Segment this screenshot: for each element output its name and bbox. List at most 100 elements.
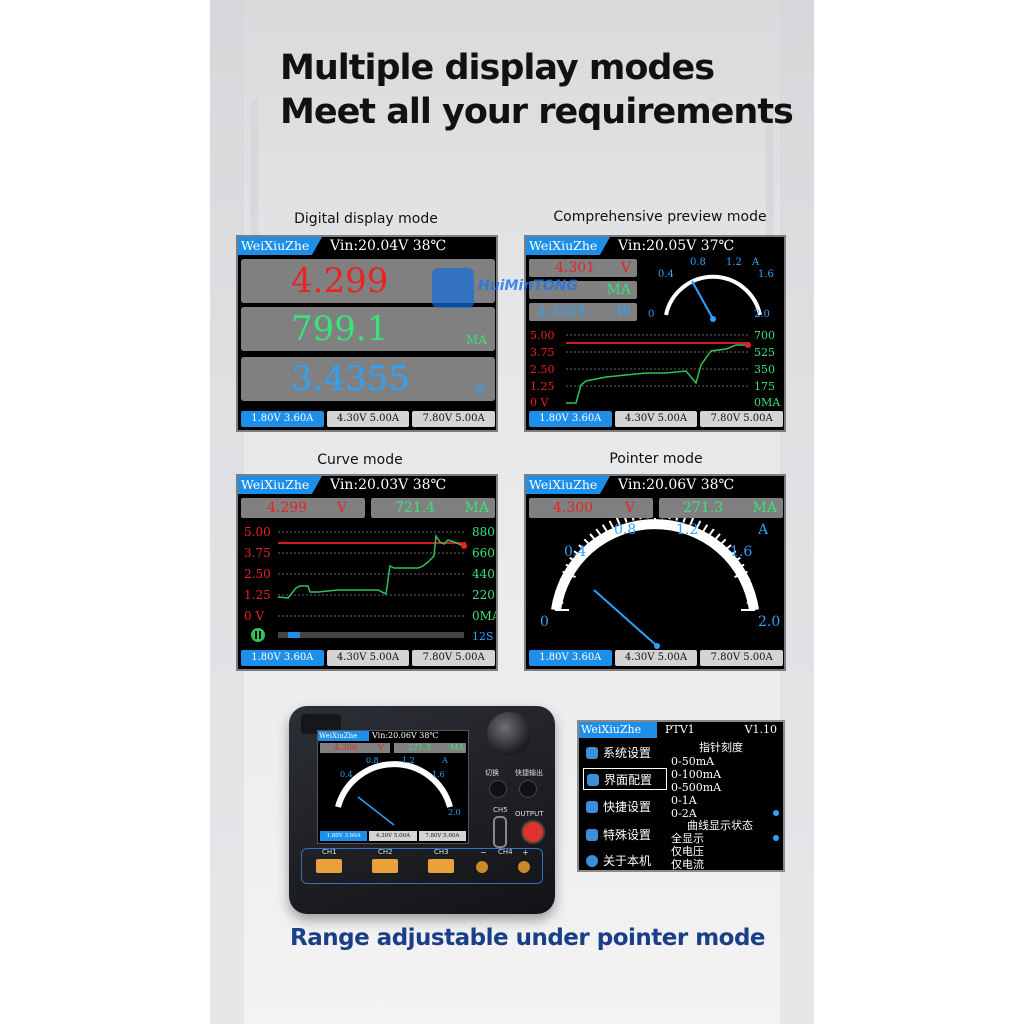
preset-3[interactable]: 7.80V 5.00A (412, 650, 496, 666)
output-button[interactable] (521, 820, 545, 844)
preset-3[interactable]: 7.80V 5.00A (700, 411, 784, 427)
preset-1[interactable]: 1.80V 3.60A (320, 831, 368, 841)
timeline-track (278, 632, 464, 638)
voltage-value: 4.299 (267, 500, 308, 516)
menu-item-special[interactable]: 特殊设置 (583, 824, 667, 846)
current-line (566, 344, 748, 404)
preset-2[interactable]: 4.30V 5.00A (326, 411, 410, 427)
quick-settings-icon (586, 801, 598, 813)
y-right-2: 350 (754, 363, 775, 376)
voltage-value: 4.300 (334, 743, 357, 752)
menu-item-label: 特殊设置 (603, 828, 652, 842)
vin-readout: Vin:20.06V 38℃ (618, 477, 735, 493)
gauge-tick (573, 550, 582, 557)
usb-port-ch1[interactable] (316, 859, 342, 873)
quick-output-label: 快捷输出 (515, 769, 543, 777)
end-marker (461, 543, 467, 549)
gauge-tick (713, 533, 721, 541)
voltage-unit: V (620, 260, 631, 276)
brand-tag: WeiXiuZhe (579, 722, 657, 738)
terminal-minus[interactable] (476, 861, 488, 873)
preset-1[interactable]: 1.80V 3.60A (241, 411, 324, 427)
gauge-tick (732, 556, 741, 563)
gauge-tick (595, 528, 602, 537)
option-current-only[interactable]: 仅电流 (671, 858, 704, 871)
voltage-box: 4.299 V (241, 498, 365, 518)
menu-item-about[interactable]: 关于本机 (583, 850, 667, 870)
device-logo-icon (301, 714, 341, 734)
preset-1[interactable]: 1.80V 3.60A (241, 650, 324, 666)
watermark-text-2: TONG (533, 278, 578, 294)
gauge-label-2: 0.8 (614, 522, 636, 538)
y-left-0: 5.00 (244, 525, 271, 539)
preset-2[interactable]: 4.30V 5.00A (614, 411, 698, 427)
gauge-tick (559, 578, 568, 583)
terminal-plus[interactable] (518, 861, 530, 873)
option-0-2a[interactable]: 0-2A (671, 807, 697, 820)
y-right-1: 525 (754, 346, 775, 359)
switch-button[interactable] (489, 780, 507, 798)
y-left-1: 3.75 (244, 546, 271, 560)
menu-item-interface[interactable]: 界面配置 (583, 768, 667, 790)
option-0-500ma[interactable]: 0-500mA (671, 781, 722, 794)
voltage-box: 4.300 V (320, 743, 390, 753)
brand-tag: WeiXiuZhe (526, 476, 610, 494)
preset-2[interactable]: 4.30V 5.00A (614, 650, 698, 666)
preset-3[interactable]: 7.80V 5.00A (418, 831, 466, 841)
menu-item-system[interactable]: 系统设置 (583, 742, 667, 764)
gauge-tick (578, 544, 586, 552)
y-left-2: 2.50 (530, 363, 555, 376)
gauge-needle (691, 280, 714, 320)
quick-output-button[interactable] (519, 780, 537, 798)
port-label-ch2: CH2 (378, 848, 393, 856)
option-show-all[interactable]: 全显示 (671, 832, 704, 845)
option-0-100ma[interactable]: 0-100mA (671, 768, 722, 781)
y-left-3: 1.25 (530, 380, 555, 393)
usb-port-ch2[interactable] (372, 859, 398, 873)
port-label-ch3: CH3 (434, 848, 449, 856)
preset-3[interactable]: 7.80V 5.00A (412, 411, 496, 427)
gauge-label-5: 2.0 (754, 309, 770, 320)
power-unit: W (474, 383, 487, 397)
preset-3[interactable]: 7.80V 5.00A (700, 650, 784, 666)
preset-2[interactable]: 4.30V 5.00A (326, 650, 410, 666)
preset-1[interactable]: 1.80V 3.60A (529, 650, 612, 666)
gauge-label-2: 0.8 (690, 257, 706, 268)
port-label-ch1: CH1 (322, 848, 337, 856)
caption-digital: Digital display mode (294, 211, 438, 227)
caption-preview: Comprehensive preview mode (553, 209, 767, 225)
time-label: 12S (472, 630, 494, 643)
mini-gauge: 0 0.4 0.8 1.2 1.6 2.0 A (648, 257, 774, 322)
bottom-tagline: Range adjustable under pointer mode (290, 925, 766, 951)
voltage-value: 4.301 (555, 260, 596, 276)
gauge-hub (710, 316, 716, 322)
section-pointer-scale: 指针刻度 (699, 741, 743, 754)
menu-item-quick[interactable]: 快捷设置 (583, 796, 667, 818)
current-box: MA (529, 281, 637, 299)
selected-dot-scale (773, 810, 779, 816)
vin-readout: Vin:20.03V 38℃ (330, 477, 447, 493)
preset-2[interactable]: 4.30V 5.00A (369, 831, 417, 841)
option-0-50ma[interactable]: 0-50mA (671, 755, 715, 768)
current-line (277, 533, 465, 599)
port-panel: CH1 CH2 CH3 − CH4 + (301, 848, 543, 884)
rotary-knob[interactable] (487, 712, 531, 756)
y-left-1: 3.75 (530, 346, 555, 359)
pause-icon (251, 628, 265, 642)
preset-bar: 1.80V 3.60A 4.30V 5.00A 7.80V 5.00A (529, 650, 784, 666)
option-voltage-only[interactable]: 仅电压 (671, 845, 704, 858)
current-box: 271.3 MA (659, 498, 783, 518)
screen-titlebar: WeiXiuZhe Vin:20.03V 38℃ (238, 476, 496, 494)
gauge-unit: A (441, 756, 448, 765)
gauge-label-3: 1.6 (432, 770, 445, 779)
preset-1[interactable]: 1.80V 3.60A (529, 411, 612, 427)
y-right-0: 880 (472, 525, 495, 539)
voltage-unit: V (336, 500, 347, 516)
option-0-1a[interactable]: 0-1A (671, 794, 697, 807)
gauge-label-0: 0 (648, 309, 654, 320)
gauge-tick (702, 524, 709, 533)
gauge-tick (715, 538, 727, 550)
power-value: 2.3355 (537, 304, 586, 320)
usb-c-port[interactable] (493, 816, 507, 848)
usb-port-ch3[interactable] (428, 859, 454, 873)
